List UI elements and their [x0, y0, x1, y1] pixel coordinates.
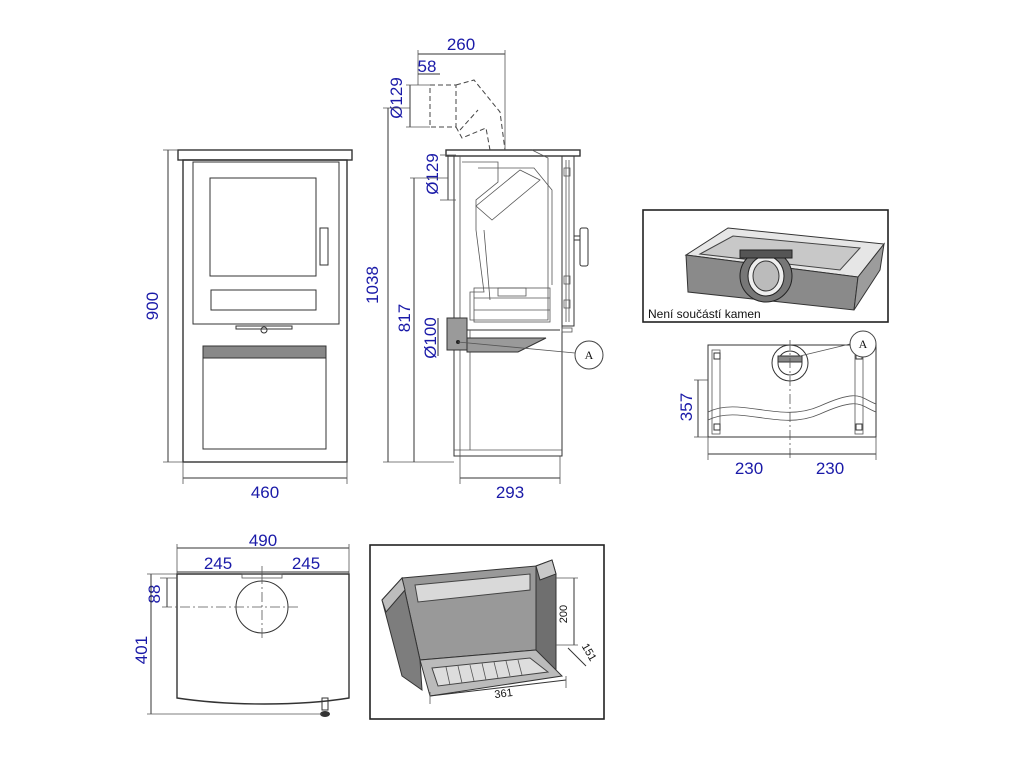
top-width-label: 490	[249, 531, 277, 550]
firebox-outline	[462, 149, 549, 321]
callout-a-circle	[574, 340, 604, 370]
flue-elbow-outer	[455, 79, 506, 151]
front-glass	[209, 177, 317, 277]
front-door-frame	[192, 161, 340, 325]
rear-callout-a-label: A	[859, 337, 868, 351]
baffle-plate	[475, 169, 541, 221]
front-body	[182, 159, 348, 463]
air-duct	[466, 337, 547, 353]
front-view: 900 460	[143, 149, 353, 502]
top-plate	[176, 573, 350, 705]
total-height-label: 1038	[363, 266, 382, 304]
callout-a-label: A	[585, 348, 594, 362]
rear-left-half-label: 230	[735, 459, 763, 478]
firebox-panel: 200 151 361	[369, 544, 605, 720]
dim-line-firebox-width	[429, 679, 567, 697]
air-control-lever	[235, 325, 293, 330]
front-width-label: 460	[251, 483, 279, 502]
side-door	[561, 155, 575, 327]
back-outlet-height-label: 817	[395, 304, 414, 332]
flue-elbow-inner	[455, 126, 491, 151]
air-inlet-diameter-label: Ø100	[421, 317, 440, 359]
rear-right-half-label: 230	[816, 459, 844, 478]
stone-note: Není součástí kamen	[648, 307, 761, 321]
front-height-label: 900	[143, 292, 162, 320]
flue-straight	[429, 84, 457, 128]
air-inlet-block	[446, 317, 468, 351]
rear-break-line	[707, 395, 877, 413]
top-flue-depth-label: 88	[145, 585, 164, 604]
stone-box-panel: Není součástí kamen	[642, 209, 889, 323]
firebox-height-label: 200	[558, 605, 570, 623]
flue-top-diameter-label: Ø129	[387, 77, 406, 119]
side-handle	[579, 227, 589, 267]
top-left-half-label: 245	[204, 554, 232, 573]
top-view: 490 245 245 88 401	[132, 531, 350, 717]
top-depth-label: 401	[132, 636, 151, 664]
grate-area	[473, 287, 551, 323]
rear-callout-a-circle	[849, 330, 877, 358]
firebox-width-label: 361	[494, 687, 514, 701]
front-top-plate	[177, 149, 353, 161]
top-right-half-label: 245	[292, 554, 320, 573]
rear-view: A 357 230 230	[677, 330, 877, 478]
box-side-face	[853, 242, 885, 311]
rear-height-label: 357	[677, 393, 696, 421]
flue-offset-label: 260	[447, 35, 475, 54]
flue-back-diameter-label: Ø129	[423, 153, 442, 195]
ash-door-slot	[210, 289, 317, 311]
side-depth-label: 293	[496, 483, 524, 502]
storage-door-top	[202, 345, 327, 359]
side-top-plate	[445, 149, 581, 157]
dim-line-firebox-depth	[567, 647, 587, 667]
side-view: 260 58 Ø129 Ø129 1038 817 Ø100 293 A	[363, 35, 604, 502]
air-control-knob	[260, 326, 268, 334]
flue-length-label: 58	[418, 57, 437, 76]
storage-door	[202, 357, 327, 450]
door-handle	[319, 227, 329, 266]
